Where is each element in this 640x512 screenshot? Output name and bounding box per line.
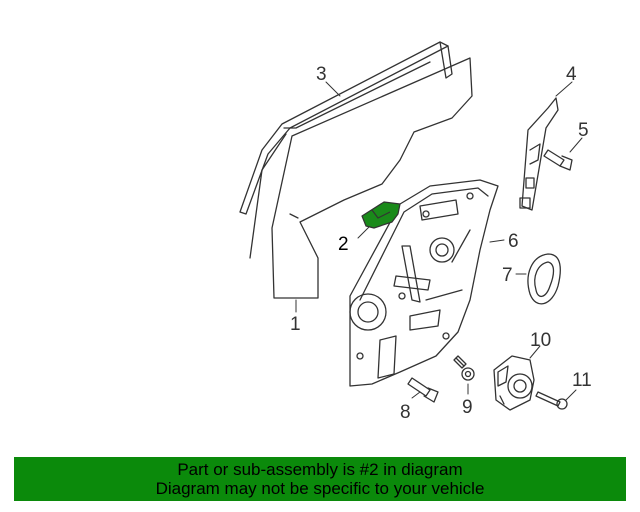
callout-4: 4 bbox=[566, 64, 577, 85]
callout-10: 10 bbox=[530, 330, 551, 351]
callout-7: 7 bbox=[502, 265, 513, 286]
callout-8: 8 bbox=[400, 402, 411, 423]
seal-ring-part bbox=[527, 253, 561, 305]
door-glass-part bbox=[271, 57, 473, 299]
bolt-part-5 bbox=[543, 149, 573, 171]
info-banner: Part or sub-assembly is #2 in diagram Di… bbox=[14, 457, 626, 501]
callout-9: 9 bbox=[462, 397, 473, 418]
banner-part-note: Part or sub-assembly is #2 in diagram bbox=[177, 460, 463, 479]
leader-lines bbox=[295, 81, 583, 401]
regulator-motor-part bbox=[493, 355, 535, 411]
callout-2[interactable]: 2 bbox=[338, 234, 349, 255]
screw-part-11 bbox=[535, 391, 568, 410]
callout-6: 6 bbox=[508, 231, 519, 252]
rear-channel-part bbox=[519, 97, 559, 211]
highlighted-part-2[interactable] bbox=[361, 201, 401, 229]
window-run-channel-part bbox=[239, 41, 453, 259]
banner-disclaimer: Diagram may not be specific to your vehi… bbox=[155, 479, 485, 498]
window-regulator-panel-part bbox=[349, 179, 499, 387]
callout-11: 11 bbox=[572, 370, 592, 391]
bolt-part-8 bbox=[407, 377, 439, 403]
screw-part-9 bbox=[453, 355, 475, 381]
callout-1: 1 bbox=[290, 314, 301, 335]
callout-3: 3 bbox=[316, 64, 327, 85]
callout-5: 5 bbox=[578, 120, 589, 141]
